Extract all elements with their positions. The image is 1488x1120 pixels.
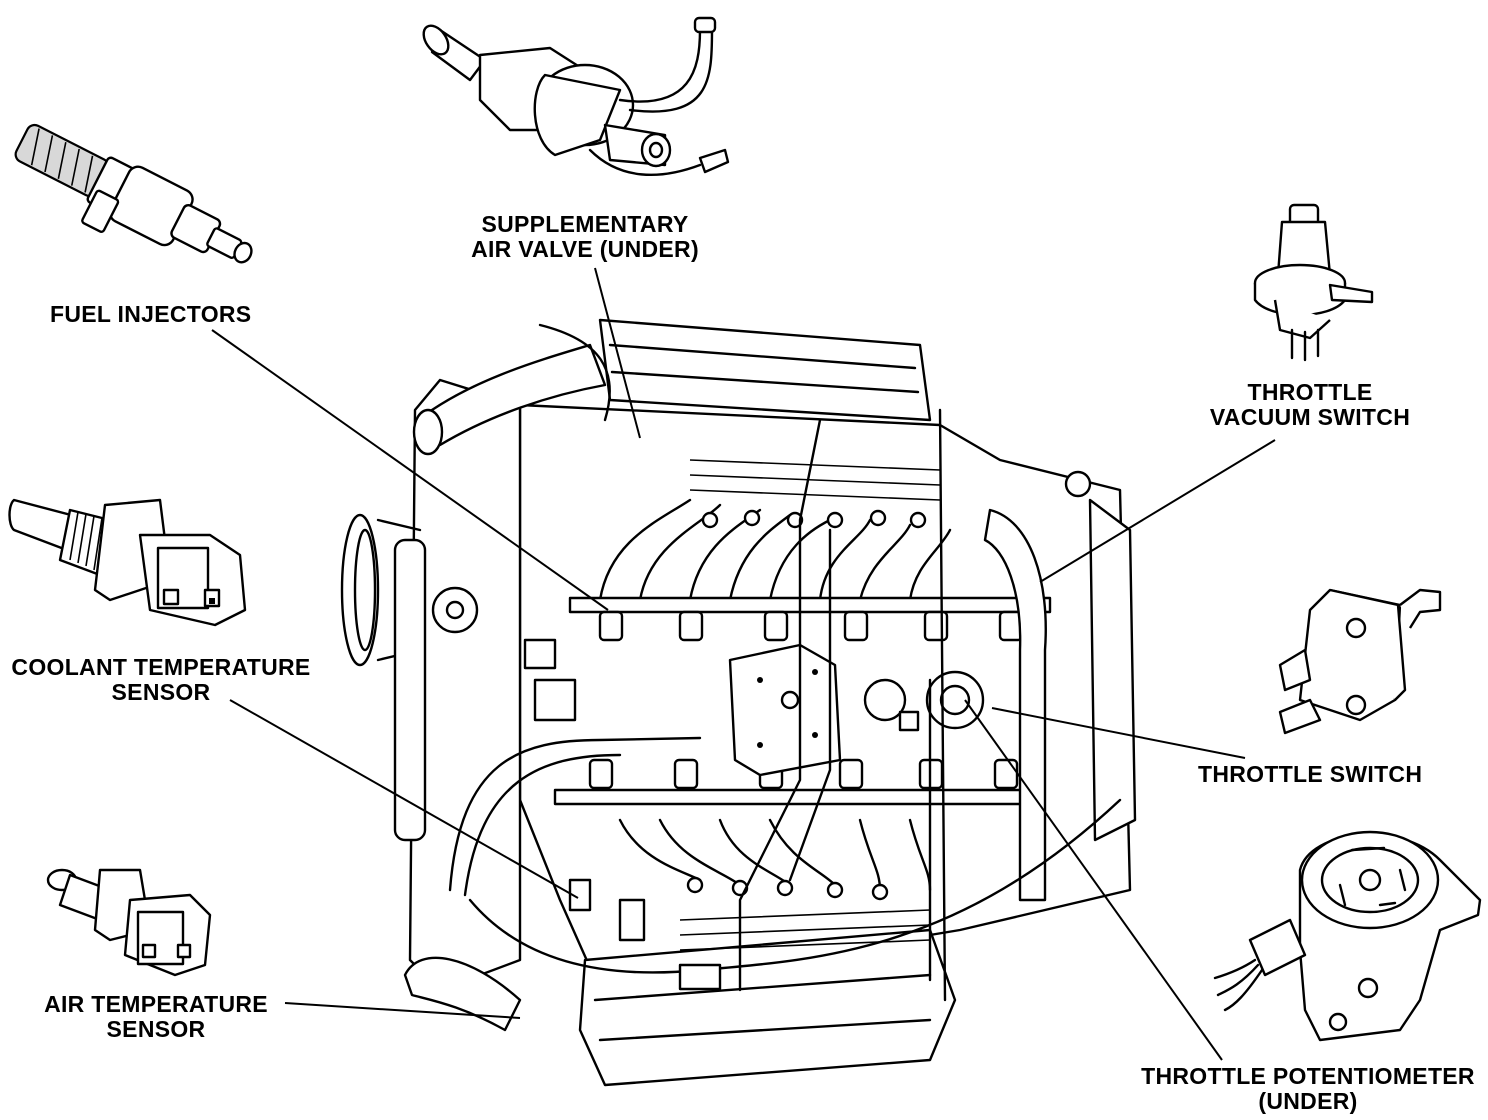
- label-supplementary-air-valve: SUPPLEMENTARY AIR VALVE (UNDER): [471, 211, 699, 262]
- supplementary-air-valve-illustration: [422, 16, 730, 177]
- leader-fuel-injectors: [211, 329, 609, 611]
- leader-supplementary-air-valve: [594, 267, 641, 439]
- leader-throttle-vacuum-switch: [1039, 439, 1276, 583]
- label-fuel-injectors: FUEL INJECTORS: [50, 301, 252, 327]
- label-throttle-potentiometer: THROTTLE POTENTIOMETER (UNDER): [1141, 1063, 1475, 1114]
- throttle-potentiometer-illustration: [1213, 830, 1482, 1042]
- label-air-temperature-sensor: AIR TEMPERATURE SENSOR: [44, 991, 268, 1042]
- leader-air-temperature-sensor: [284, 1002, 521, 1019]
- leader-throttle-switch: [991, 707, 1246, 759]
- leader-throttle-potentiometer: [964, 699, 1223, 1061]
- leader-lines: [211, 267, 1276, 1061]
- throttle-vacuum-switch-illustration: [1253, 203, 1374, 362]
- label-throttle-vacuum-switch: THROTTLE VACUUM SWITCH: [1209, 379, 1411, 430]
- label-coolant-temperature-sensor: COOLANT TEMPERATURE SENSOR: [11, 654, 311, 705]
- label-throttle-switch: THROTTLE SWITCH: [1198, 761, 1423, 787]
- coolant-temperature-sensor-illustration: [8, 498, 247, 627]
- leader-coolant-temperature-sensor: [229, 699, 579, 899]
- fuel-injector-illustration: [14, 123, 253, 264]
- throttle-switch-illustration: [1278, 588, 1442, 735]
- engine-illustration: [340, 318, 1137, 1087]
- air-temperature-sensor-illustration: [46, 868, 212, 977]
